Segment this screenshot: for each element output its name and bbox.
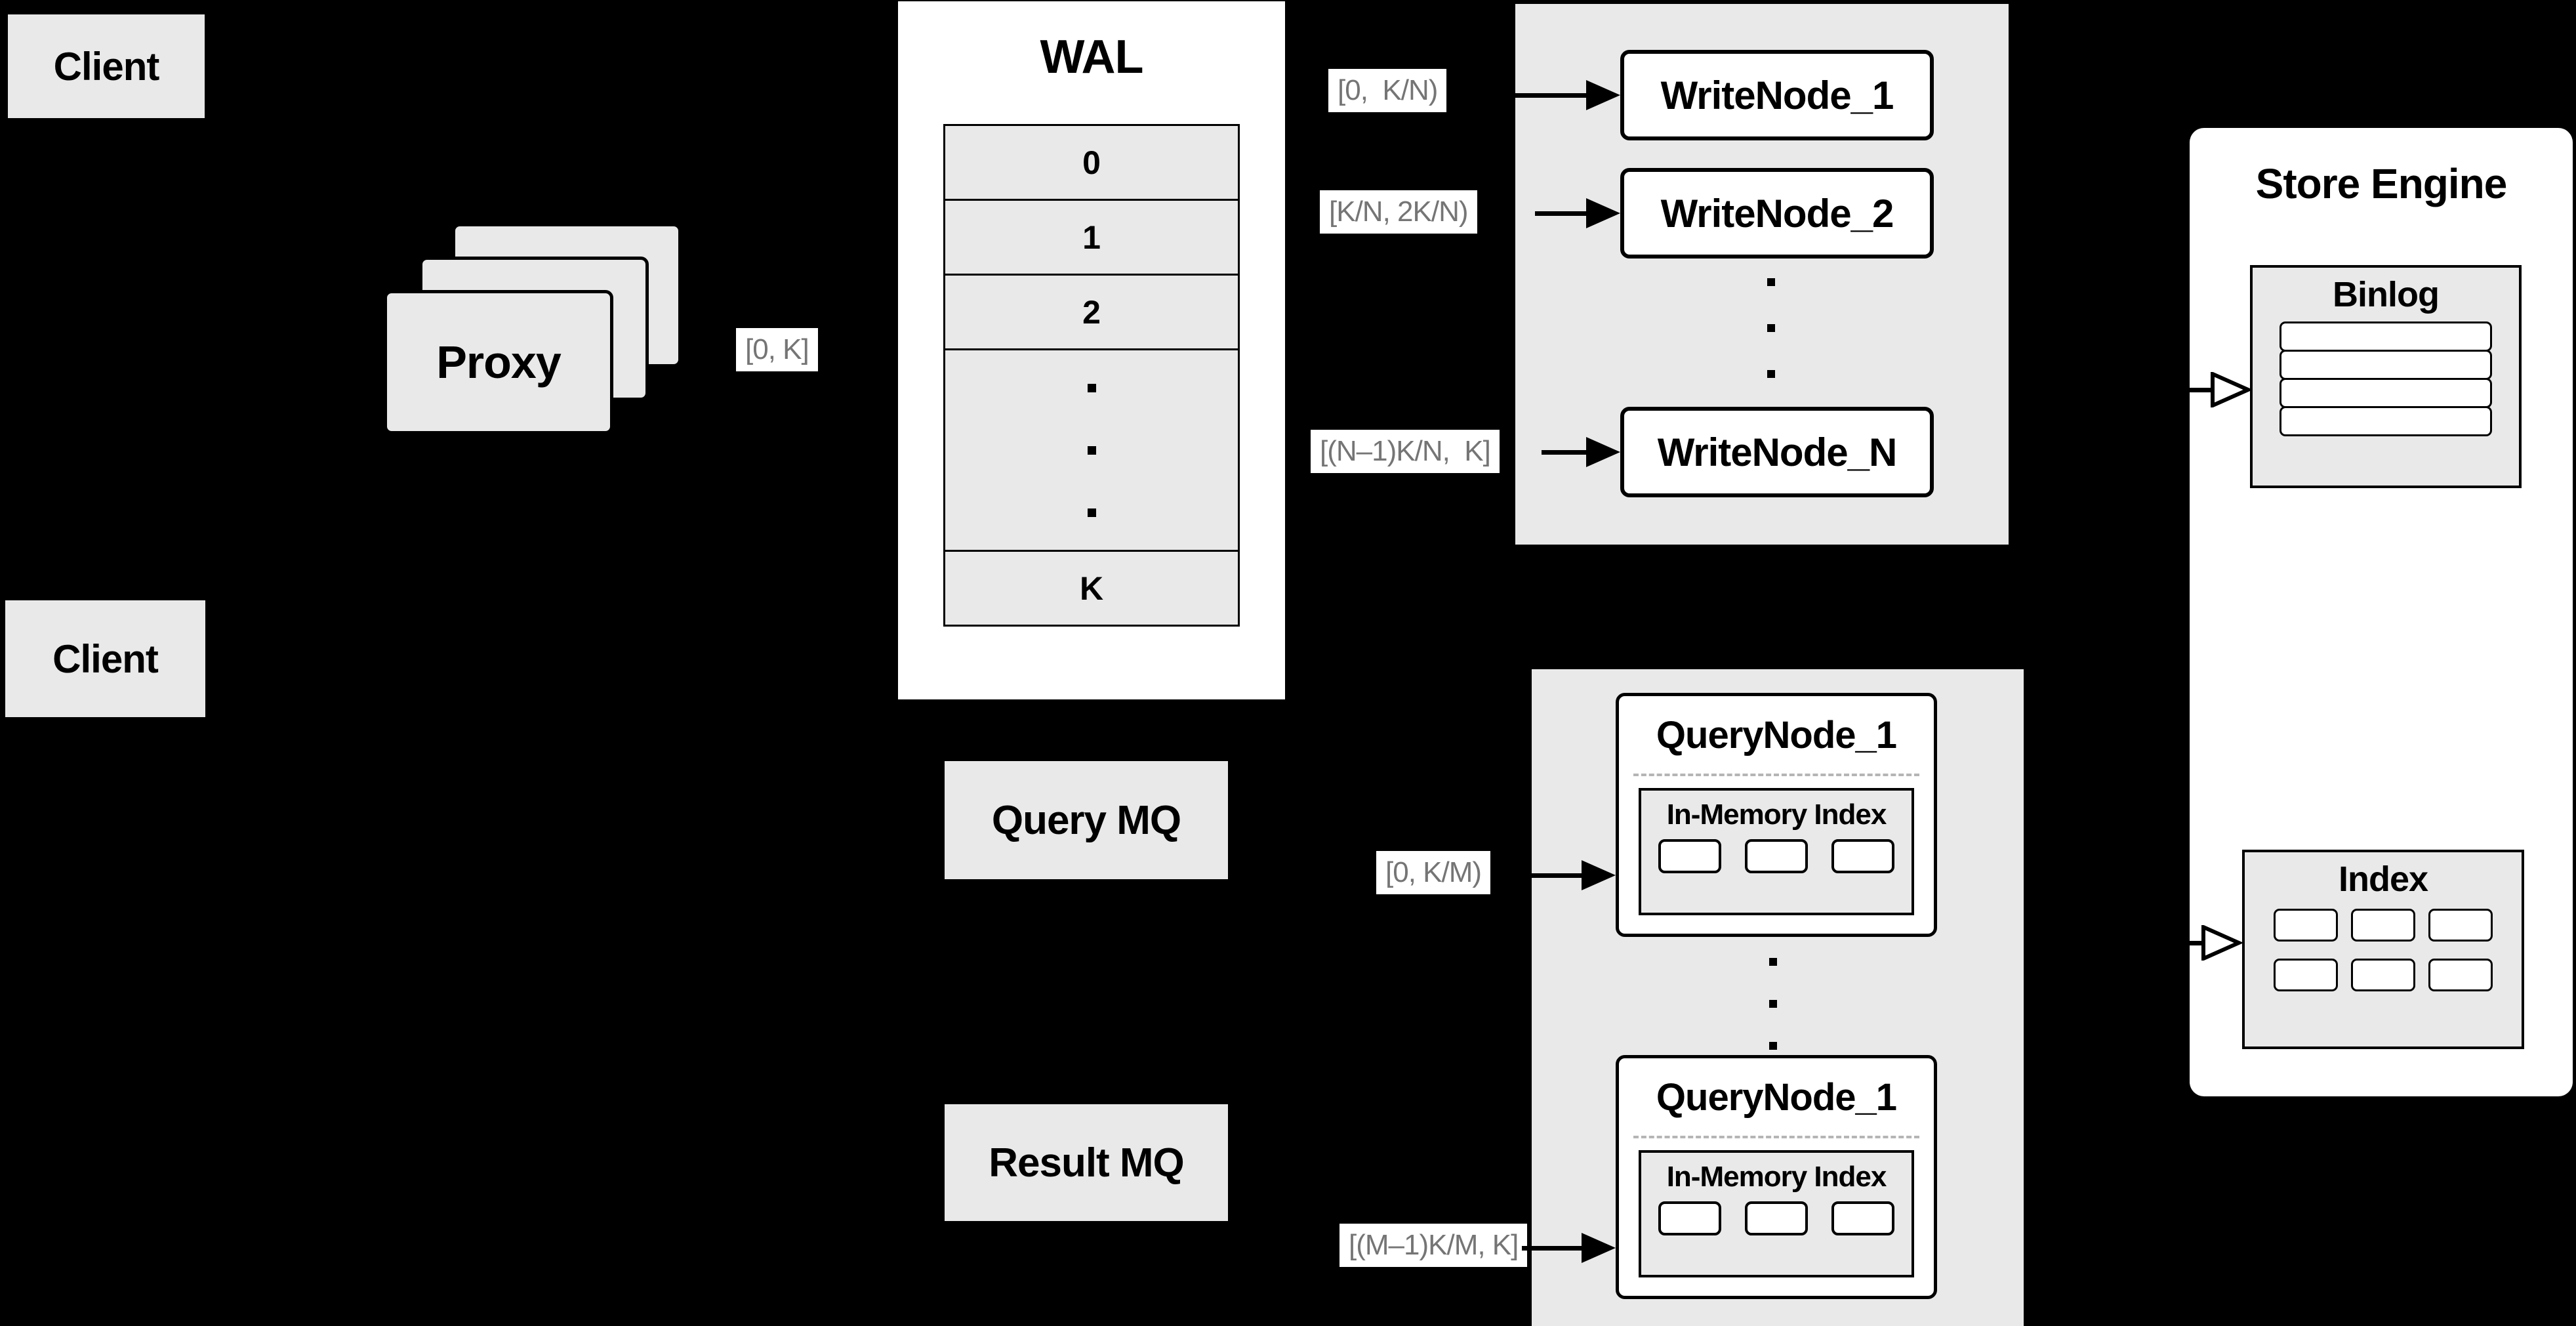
query-node-1-box: QueryNode_1 In-Memory Index xyxy=(1616,693,1937,937)
in-memory-index-box-2: In-Memory Index xyxy=(1639,1150,1914,1277)
binlog-row xyxy=(2280,350,2492,380)
query-node-2-title: QueryNode_1 xyxy=(1656,1076,1897,1119)
wal-row-2: 2 xyxy=(943,274,1240,350)
wal-table: 0 1 2 K xyxy=(943,124,1240,627)
write-node-1-box: WriteNode_1 xyxy=(1620,50,1934,140)
vertical-ellipsis-icon xyxy=(1767,278,1775,378)
index-cells xyxy=(2245,909,2522,991)
binlog-row xyxy=(2280,406,2492,436)
client-top-box: Client xyxy=(8,14,205,118)
segment-cell xyxy=(1658,1201,1721,1235)
wal-row-1: 1 xyxy=(943,199,1240,276)
interval-label-query-m: [(M–1)K/M, K] xyxy=(1339,1224,1528,1267)
store-engine-title: Store Engine xyxy=(2255,160,2508,207)
binlog-box: Binlog xyxy=(2250,265,2522,488)
proxy-box: Proxy xyxy=(384,290,613,434)
segment-cell xyxy=(1831,839,1894,873)
index-cell xyxy=(2351,959,2415,991)
client-bottom-box: Client xyxy=(5,600,205,717)
store-engine-panel: Store Engine Binlog Index xyxy=(2190,128,2573,1096)
wal-title: WAL xyxy=(1040,31,1144,83)
binlog-row xyxy=(2280,321,2492,352)
index-title: Index xyxy=(2338,860,2428,899)
write-node-2-box: WriteNode_2 xyxy=(1620,168,1934,259)
query-node-1-title: QueryNode_1 xyxy=(1656,714,1897,756)
query-mq-box: Query MQ xyxy=(945,761,1228,879)
index-cell xyxy=(2428,959,2493,991)
segment-cell xyxy=(1658,839,1721,873)
dashed-separator xyxy=(1633,774,1919,776)
segment-cell xyxy=(1831,1201,1894,1235)
binlog-row xyxy=(2280,378,2492,408)
query-node-group: QueryNode_1 In-Memory Index QueryNode_1 … xyxy=(1532,669,2024,1326)
binlog-title: Binlog xyxy=(2333,275,2440,314)
result-mq-box: Result MQ xyxy=(945,1104,1228,1221)
result-mq-label: Result MQ xyxy=(989,1140,1185,1186)
interval-label-write-1: [0, K/N) xyxy=(1328,69,1447,112)
interval-label-write-2: [K/N, 2K/N) xyxy=(1320,190,1477,234)
wal-row-0: 0 xyxy=(943,124,1240,201)
index-cell xyxy=(2351,909,2415,942)
hollow-arrowhead-icon xyxy=(2211,372,2251,407)
vertical-ellipsis-icon xyxy=(1769,958,1777,1050)
segment-cell xyxy=(1745,1201,1808,1235)
index-cell xyxy=(2428,909,2493,942)
segment-cell xyxy=(1745,839,1808,873)
wal-row-ellipsis xyxy=(943,348,1240,552)
segment-cells xyxy=(1641,839,1912,873)
interval-label-query-1: [0, K/M) xyxy=(1376,851,1491,894)
in-memory-index-title-2: In-Memory Index xyxy=(1666,1161,1887,1193)
index-cell xyxy=(2274,909,2338,942)
interval-label-write-n: [(N–1)K/N, K] xyxy=(1311,430,1500,473)
wal-row-k: K xyxy=(943,550,1240,627)
proxy-label: Proxy xyxy=(436,337,562,388)
client-top-label: Client xyxy=(53,44,160,89)
segment-cells xyxy=(1641,1201,1912,1235)
index-cell xyxy=(2274,959,2338,991)
client-bottom-label: Client xyxy=(52,636,159,681)
in-memory-index-title-1: In-Memory Index xyxy=(1666,798,1887,831)
wal-panel: WAL 0 1 2 K xyxy=(898,1,1285,699)
index-box: Index xyxy=(2242,850,2524,1049)
interval-label-proxy-out: [0, K] xyxy=(736,328,818,371)
in-memory-index-box-1: In-Memory Index xyxy=(1639,788,1914,915)
query-node-2-box: QueryNode_1 In-Memory Index xyxy=(1616,1055,1937,1299)
vertical-ellipsis-icon xyxy=(1087,383,1096,517)
query-mq-label: Query MQ xyxy=(991,797,1181,843)
write-node-n-box: WriteNode_N xyxy=(1620,407,1934,497)
hollow-arrowhead-icon xyxy=(2201,925,2242,961)
dashed-separator xyxy=(1633,1136,1919,1138)
